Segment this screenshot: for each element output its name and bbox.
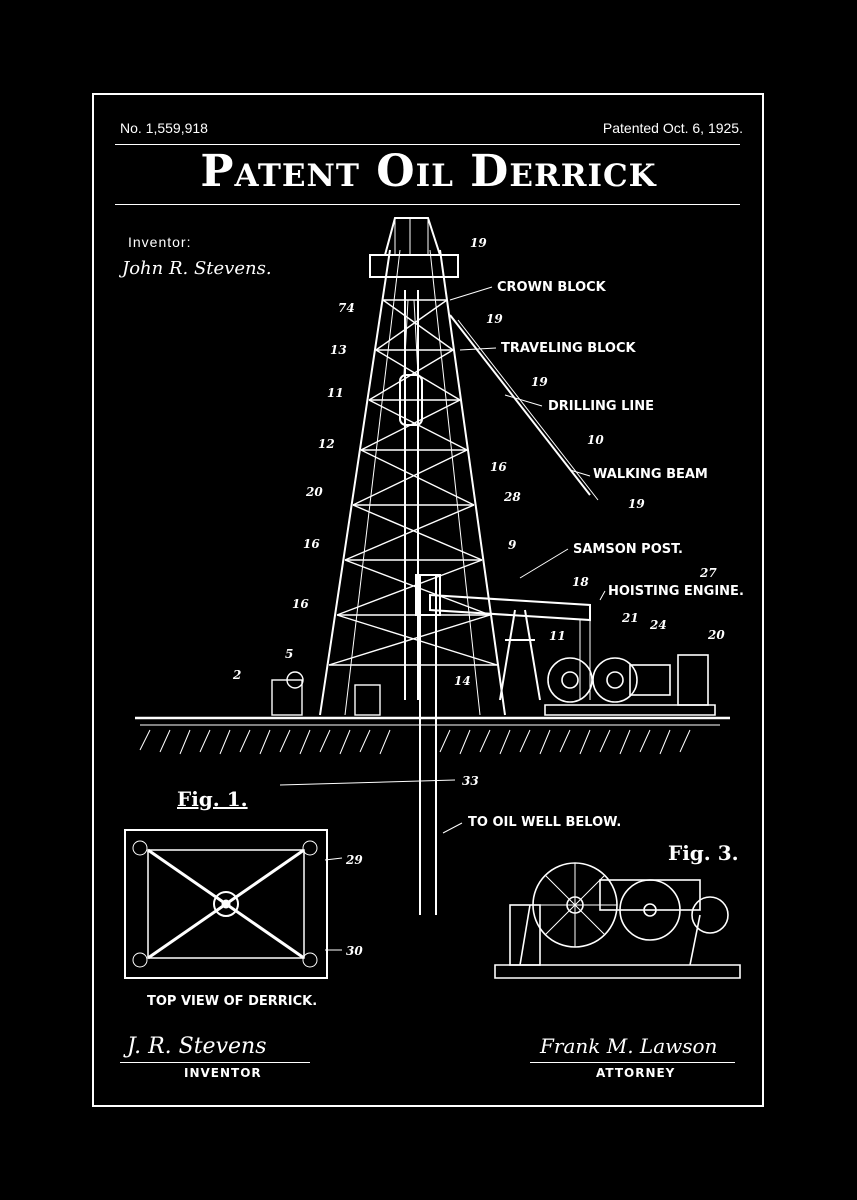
- fig1-label: Fig. 1.: [177, 787, 248, 811]
- ref-number: 13: [330, 343, 347, 357]
- ref-number: 24: [650, 618, 667, 632]
- ref-number: 19: [628, 497, 645, 511]
- poster-border: [92, 93, 764, 1107]
- ref-number: 5: [285, 647, 294, 661]
- walking-beam: [429, 593, 591, 622]
- ref-number: 12: [318, 437, 335, 451]
- samson-post: [499, 609, 541, 701]
- callout-drilling-line: DRILLING LINE: [548, 399, 654, 414]
- callout-samson-post: SAMSON POST.: [573, 542, 683, 557]
- attorney-signature-line: [530, 1062, 735, 1063]
- ref-number: 29: [346, 853, 363, 867]
- drilling-line: [449, 314, 591, 496]
- ref-number: 11: [549, 629, 566, 643]
- patent-number: No. 1,559,918: [120, 120, 208, 136]
- ref-number: 20: [306, 485, 323, 499]
- page-title: Patent Oil Derrick: [200, 146, 657, 197]
- ref-number: 33: [462, 774, 479, 788]
- caption-top-view: TOP VIEW OF DERRICK.: [147, 994, 318, 1009]
- ref-number: 14: [454, 674, 471, 688]
- ref-number: 30: [346, 944, 363, 958]
- callout-walking-beam: WALKING BEAM: [593, 467, 708, 482]
- well-casing: [419, 575, 437, 915]
- callout-crown-block: CROWN BLOCK: [497, 280, 606, 295]
- ref-number: 16: [303, 537, 320, 551]
- ref-number: 2: [233, 668, 242, 682]
- callout-hoisting-engine: HOISTING ENGINE.: [608, 584, 744, 599]
- inventor-name-script: John R. Stevens.: [122, 258, 272, 279]
- fig1-top-view: [124, 829, 328, 979]
- fig3-engine: [494, 862, 741, 979]
- patent-date: Patented Oct. 6, 1925.: [602, 120, 743, 136]
- ref-number: 10: [587, 433, 604, 447]
- ref-number: 19: [486, 312, 503, 326]
- ref-number: 19: [470, 236, 487, 250]
- ref-number: 11: [327, 386, 344, 400]
- ref-number: 27: [700, 566, 717, 580]
- callout-traveling-block: TRAVELING BLOCK: [501, 341, 636, 356]
- attorney-role: ATTORNEY: [596, 1066, 676, 1080]
- ref-number: 18: [572, 575, 589, 589]
- ref-number: 74: [338, 301, 355, 315]
- inventor-role: INVENTOR: [184, 1066, 262, 1080]
- ref-number: 21: [622, 611, 639, 625]
- fig3-label: Fig. 3.: [668, 841, 739, 865]
- inventor-signature: J. R. Stevens: [127, 1034, 267, 1059]
- ref-number: 9: [508, 538, 517, 552]
- ref-number: 19: [531, 375, 548, 389]
- traveling-block: [399, 374, 423, 426]
- attorney-signature: Frank M. Lawson: [540, 1034, 718, 1058]
- header-rule-top: [115, 144, 740, 145]
- ref-number: 16: [490, 460, 507, 474]
- crown-platform: [369, 254, 459, 278]
- hoisting-engine: [544, 654, 716, 716]
- ref-number: 20: [708, 628, 725, 642]
- derrick-leg-right: [439, 249, 506, 716]
- inventor-signature-line: [120, 1062, 310, 1063]
- callout-leaders: [279, 286, 606, 951]
- ref-number: 28: [504, 490, 521, 504]
- derrick-leg-left: [319, 249, 391, 716]
- inventor-label: Inventor:: [128, 234, 192, 250]
- callout-oil-well: TO OIL WELL BELOW.: [468, 815, 622, 830]
- ground-hatching: [139, 729, 691, 755]
- ref-number: 16: [292, 597, 309, 611]
- left-machinery: [271, 671, 381, 716]
- header-rule-bottom: [115, 204, 740, 205]
